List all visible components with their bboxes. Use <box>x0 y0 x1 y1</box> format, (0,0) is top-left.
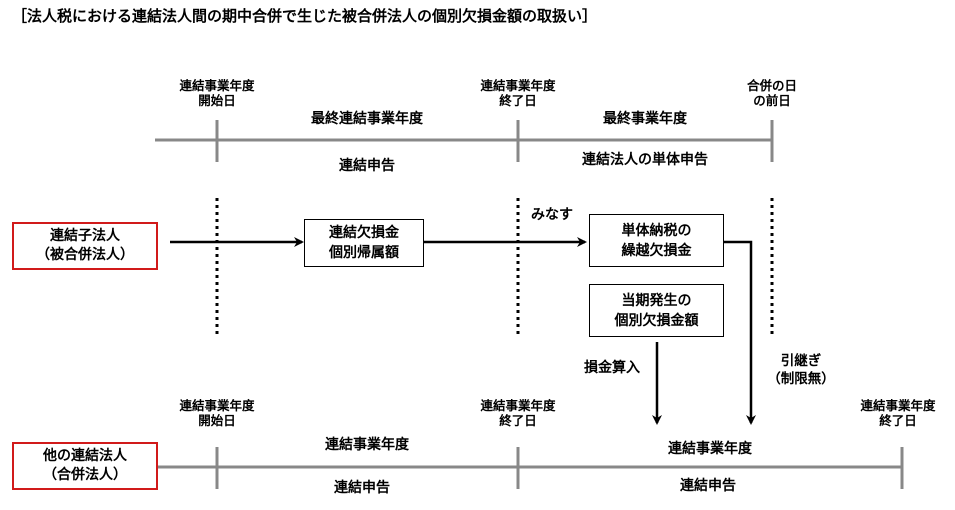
top-period2-label: 最終事業年度 <box>603 111 687 127</box>
top-filing1-label: 連結申告 <box>339 158 395 174</box>
bottom-period2-label: 連結事業年度 <box>668 441 752 457</box>
bottom-filing1-label: 連結申告 <box>334 480 390 496</box>
current-loss-box: 当期発生の 個別欠損金額 <box>589 284 724 337</box>
arrow-succession <box>724 240 756 425</box>
succession-label: 引継ぎ （制限無） <box>767 353 835 387</box>
subsidiary-entity-box: 連結子法人 （被合併法人） <box>12 222 158 270</box>
bottom-end-label: 連結事業年度 終了日 <box>860 398 936 428</box>
page-title: ［法人税における連結法人間の期中合併で生じた被合併法人の個別欠損金額の取扱い］ <box>12 7 598 25</box>
bottom-filing2-label: 連結申告 <box>680 478 736 494</box>
deemed-label: みなす <box>531 207 573 223</box>
top-filing2-label: 連結法人の単体申告 <box>582 152 708 168</box>
bottom-start-label: 連結事業年度 開始日 <box>179 398 255 428</box>
top-start-label: 連結事業年度 開始日 <box>179 78 255 108</box>
top-period1-label: 最終連結事業年度 <box>311 111 423 127</box>
other-entity-box: 他の連結法人 （合併法人） <box>12 442 158 490</box>
top-end-label: 連結事業年度 終了日 <box>480 78 556 108</box>
attributed-loss-box: 連結欠損金 個別帰属額 <box>304 219 424 267</box>
bottom-mid-label: 連結事業年度 終了日 <box>480 398 556 428</box>
carryforward-loss-box: 単体納税の 繰越欠損金 <box>589 214 724 267</box>
deduction-label: 損金算入 <box>584 360 640 376</box>
top-merger-label: 合併の日 の前日 <box>746 78 797 108</box>
bottom-period1-label: 連結事業年度 <box>325 437 409 453</box>
